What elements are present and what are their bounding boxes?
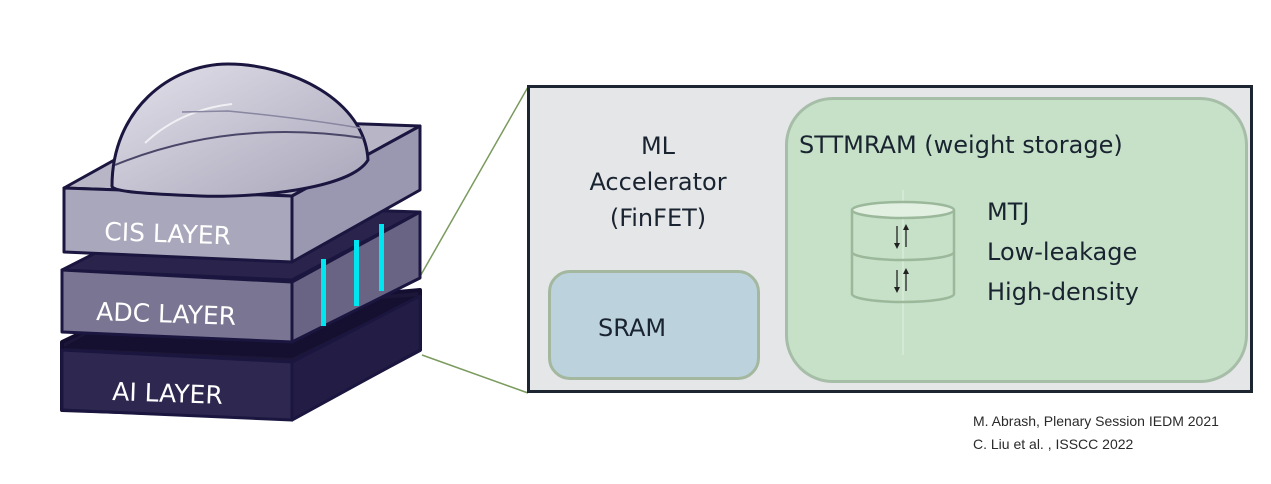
reference-item: C. Liu et al. , ISSCC 2022 bbox=[973, 436, 1134, 452]
tsv-1 bbox=[321, 259, 326, 326]
spin-arrows-lower bbox=[894, 268, 909, 293]
ai-layer-side-face bbox=[290, 294, 422, 422]
reference-item: M. Abrash, Plenary Session IEDM 2021 bbox=[973, 413, 1219, 429]
mtj-cylinder-icon bbox=[850, 190, 956, 355]
mtj-property: MTJ bbox=[987, 198, 1030, 226]
tsv-connectors bbox=[321, 224, 384, 326]
zoom-connector-bottom bbox=[421, 354, 529, 394]
references: M. Abrash, Plenary Session IEDM 2021 C. … bbox=[973, 410, 1219, 456]
ai-layer-label: AI LAYER bbox=[112, 377, 223, 410]
sttmram-block bbox=[785, 97, 1248, 383]
ml-accelerator-line-1: ML bbox=[640, 132, 676, 160]
ml-accelerator-line-2: Accelerator bbox=[589, 168, 727, 196]
micro-lens bbox=[110, 62, 370, 198]
spin-arrows-upper bbox=[894, 224, 909, 249]
adc-layer-label: ADC LAYER bbox=[96, 297, 237, 331]
tsv-3 bbox=[379, 224, 384, 291]
sttmram-title: STTMRAM (weight storage) bbox=[799, 131, 1123, 159]
cis-layer-side-face bbox=[290, 124, 422, 264]
sram-label: SRAM bbox=[598, 314, 667, 342]
ml-accelerator-label: ML Accelerator (FinFET) bbox=[573, 128, 743, 236]
mtj-property: Low-leakage bbox=[987, 238, 1138, 266]
zoom-connector-top bbox=[417, 86, 529, 281]
mtj-properties-list: MTJ Low-leakage High-density bbox=[987, 192, 1139, 312]
ml-accelerator-line-3: (FinFET) bbox=[609, 204, 707, 232]
mtj-property: High-density bbox=[987, 278, 1139, 306]
cis-layer-label: CIS LAYER bbox=[104, 217, 232, 250]
tsv-2 bbox=[354, 240, 359, 306]
sram-block bbox=[548, 270, 760, 380]
